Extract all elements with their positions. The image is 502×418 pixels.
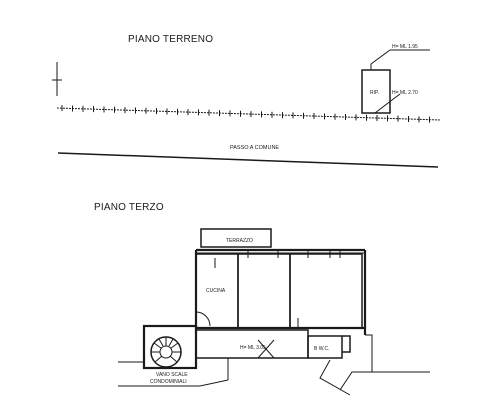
height-label-bottom: H= ML 2.70 <box>392 90 418 96</box>
corridor-height-label: H= ML 3.05 <box>240 345 266 351</box>
terrace-label: TERRAZZO <box>226 238 253 244</box>
ground-boundary-line <box>56 107 441 121</box>
corridor <box>195 329 309 359</box>
stair-label-line2: CONDOMINIALI <box>150 379 187 385</box>
ground-floor-title: PIANO TERRENO <box>128 34 213 45</box>
terrace-outline <box>200 228 272 248</box>
third-floor-title: PIANO TERZO <box>94 202 164 213</box>
right-room <box>289 253 363 329</box>
bathroom-label: B W.C. <box>314 346 330 352</box>
bathroom <box>307 335 343 359</box>
stairwell-outline <box>142 324 198 370</box>
boundary-ticks <box>61 105 430 123</box>
kitchen-label: CUCINA <box>206 288 226 294</box>
height-label-top: H= ML 1.95 <box>392 44 418 50</box>
kitchen-door-swing <box>195 311 211 327</box>
passage-label: PASSO A COMUNE <box>230 145 279 151</box>
stair-label-line1: VANO SCALE <box>156 372 188 378</box>
storage-room-label: RIP. <box>370 90 379 96</box>
middle-room <box>237 253 291 329</box>
stair-treads <box>151 337 181 363</box>
passage-line <box>57 152 439 168</box>
